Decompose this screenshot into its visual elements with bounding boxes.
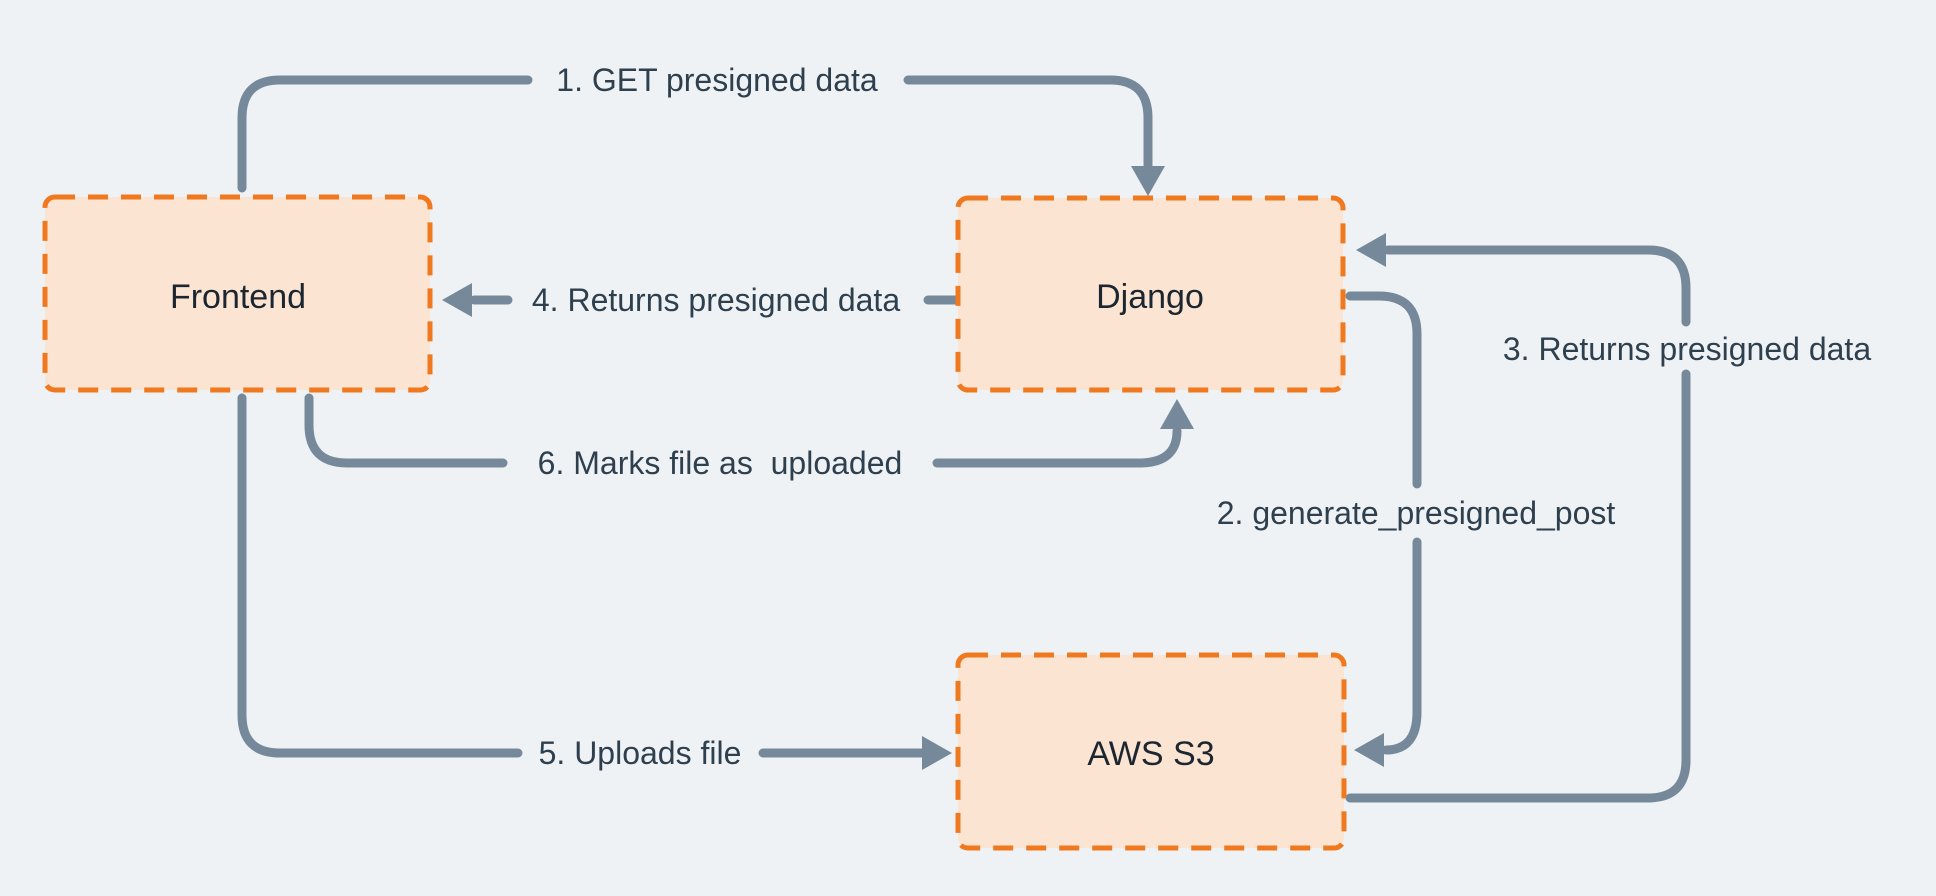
frontend-node-box bbox=[42, 194, 433, 393]
edge-step3-label: 3. Returns presigned data bbox=[1503, 331, 1871, 367]
frontend-node-label: Frontend bbox=[170, 278, 306, 316]
edge-step5-line bbox=[237, 393, 927, 758]
edge-step2-label: 2. generate_presigned_post bbox=[1217, 495, 1616, 531]
edge-step4-returns-presigned-data: 4. Returns presigned data bbox=[442, 282, 963, 318]
edge-step3-arrowhead-left-icon bbox=[1356, 233, 1386, 267]
edge-step2-generate-presigned-post: 2. generate_presigned_post bbox=[1217, 291, 1616, 767]
edge-step3-line bbox=[1345, 245, 1691, 803]
edge-step6-marks-file-as-uploaded: 6. Marks file as uploaded bbox=[304, 393, 1194, 481]
aws-s3-node-label: AWS S3 bbox=[1087, 735, 1214, 773]
edge-step5-label: 5. Uploads file bbox=[539, 735, 742, 771]
django-node-label: Django bbox=[1096, 278, 1204, 316]
edge-step5-arrowhead-right-icon bbox=[922, 736, 952, 770]
edge-step5-uploads-file: 5. Uploads file bbox=[237, 393, 952, 771]
django-node-box bbox=[955, 195, 1346, 393]
edge-step1-get-presigned-data: 1. GET presigned data bbox=[237, 62, 1165, 196]
edge-step6-arrowhead-up-icon bbox=[1160, 399, 1194, 429]
edge-step4-arrowhead-left-icon bbox=[442, 283, 472, 317]
edge-step2-line bbox=[1345, 291, 1422, 755]
frontend-node: Frontend bbox=[42, 194, 433, 393]
edge-step1-label: 1. GET presigned data bbox=[556, 62, 878, 98]
edge-step6-line bbox=[304, 393, 1182, 468]
aws-s3-node-box bbox=[955, 652, 1347, 851]
edge-step4-label: 4. Returns presigned data bbox=[532, 282, 900, 318]
django-node: Django bbox=[955, 195, 1346, 393]
edge-step1-line bbox=[237, 75, 1153, 193]
edge-step1-arrowhead-down-icon bbox=[1131, 166, 1165, 196]
edge-step6-label: 6. Marks file as uploaded bbox=[538, 445, 903, 481]
aws-s3-node: AWS S3 bbox=[955, 652, 1347, 851]
edge-step2-arrowhead-left-icon bbox=[1354, 733, 1384, 767]
edge-step3-returns-presigned-data: 3. Returns presigned data bbox=[1345, 233, 1871, 803]
